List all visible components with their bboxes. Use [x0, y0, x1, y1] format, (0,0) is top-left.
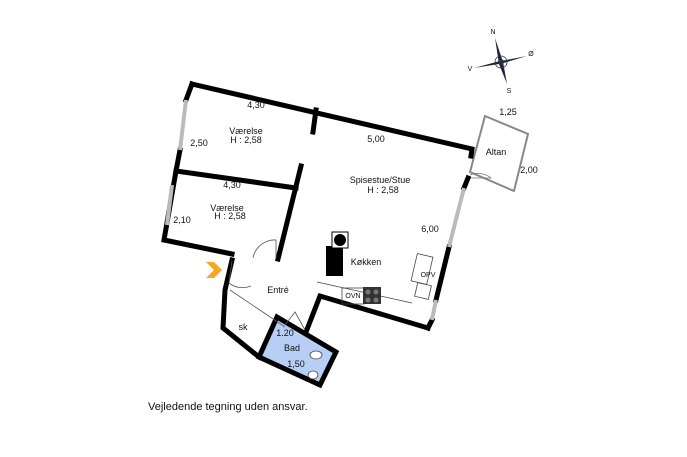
disclaimer-caption: Vejledende tegning uden ansvar. — [148, 401, 308, 413]
living-name: Spisestue/Stue — [350, 175, 411, 185]
bath-depth: 1,50 — [287, 359, 305, 369]
oven-label: OVN — [345, 293, 360, 300]
toilet-icon — [309, 350, 323, 360]
bath-name: Bad — [284, 343, 300, 353]
closet-label: sk — [239, 322, 249, 332]
compass-east: Ø — [528, 51, 534, 58]
compass-west: V — [468, 66, 473, 73]
balcony-outline — [468, 114, 530, 193]
kitchen-name: Køkken — [351, 257, 382, 267]
windows — [165, 99, 466, 321]
room2-height: H : 2,58 — [214, 211, 246, 221]
balcony-door-swing — [468, 172, 493, 179]
room1-name: Værelse — [229, 126, 263, 136]
entry-arrow-icon — [206, 262, 222, 278]
room2-name: Værelse — [210, 203, 244, 213]
walls — [161, 80, 475, 361]
fan-icon — [334, 234, 346, 246]
entry-name: Entré — [267, 285, 289, 295]
room1-width: 4,30 — [247, 100, 265, 110]
fridge-label: OPV — [421, 272, 436, 279]
living-height: H : 2,58 — [367, 185, 399, 195]
compass-north: N — [490, 29, 495, 36]
balcony-width: 1,25 — [499, 107, 517, 117]
bath-width: 1.20 — [276, 328, 294, 338]
compass-south: S — [507, 88, 512, 95]
living-width: 5,00 — [367, 134, 385, 144]
compass-icon — [474, 38, 527, 84]
room2-depth: 2,10 — [173, 215, 191, 225]
room1-depth: 2,50 — [190, 138, 208, 148]
stove-column — [326, 246, 343, 276]
doors — [228, 239, 306, 331]
living-depth: 6,00 — [421, 224, 439, 234]
bathroom-floor — [255, 313, 340, 389]
room1-height: H : 2,58 — [230, 135, 262, 145]
hob-icon — [363, 287, 381, 304]
balcony-depth: 2,00 — [520, 165, 538, 175]
balcony-name: Altan — [486, 147, 507, 157]
room2-width: 4,30 — [223, 180, 241, 190]
sink-icon — [307, 370, 319, 380]
